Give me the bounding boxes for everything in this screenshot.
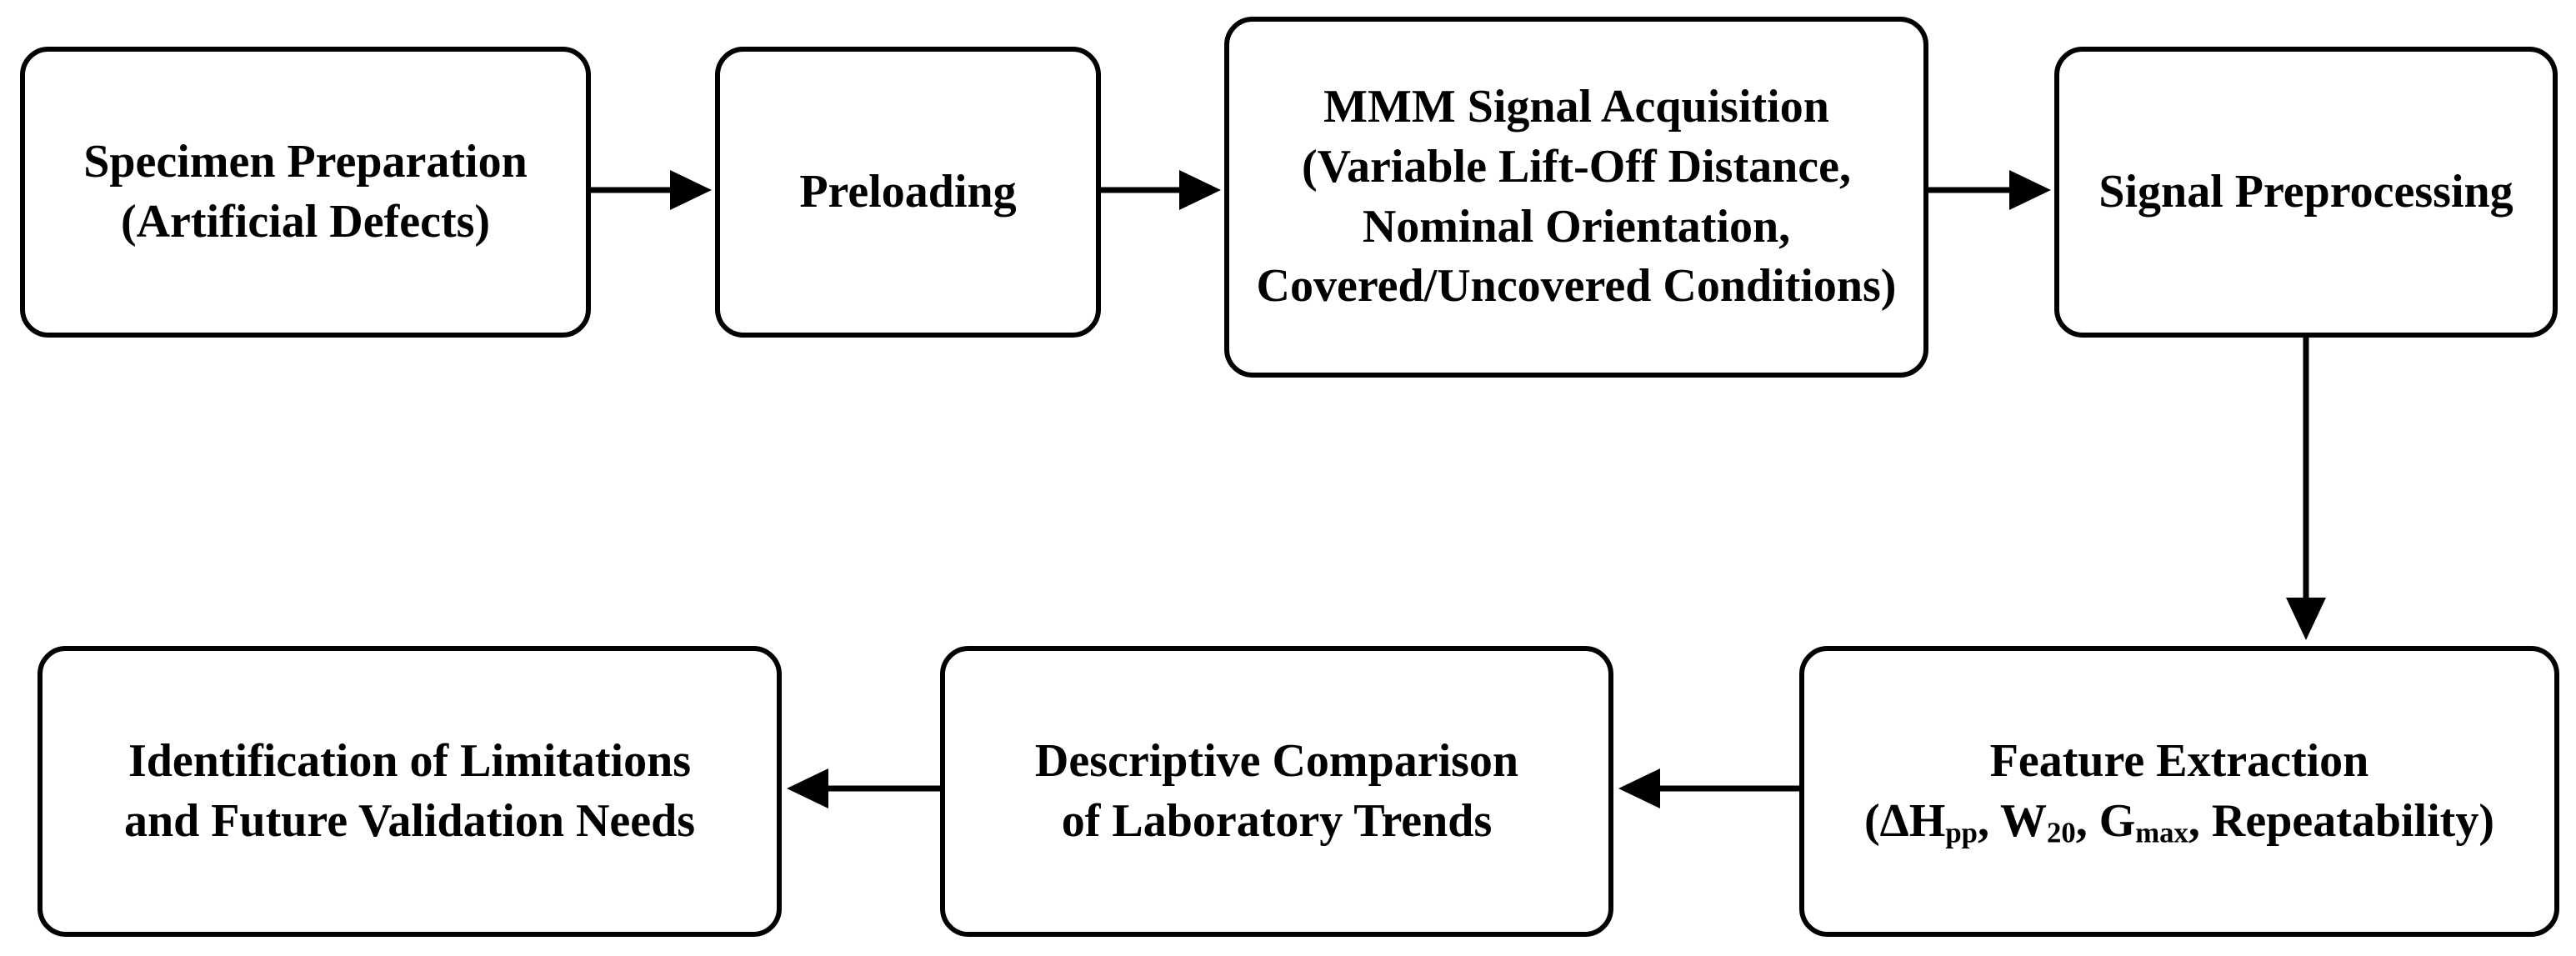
arrowhead-icon <box>1618 768 1660 808</box>
edge-feature-to-comparison <box>1618 768 1799 808</box>
node-feature-extraction: Feature Extraction (ΔHpp, W20, Gmax, Rep… <box>1799 646 2559 937</box>
arrowhead-icon <box>2009 170 2051 210</box>
edge-acquisition-to-preprocessing <box>1928 170 2051 210</box>
node-label: Preloading <box>799 165 1017 218</box>
node-label: Specimen Preparation <box>83 135 528 188</box>
node-mmm-signal-acquisition: MMM Signal Acquisition (Variable Lift-Of… <box>1224 17 1928 378</box>
node-label: (Variable Lift-Off Distance, <box>1302 140 1851 193</box>
edge-preloading-to-acquisition <box>1101 170 1221 210</box>
node-identification-of-limitations: Identification of Limitations and Future… <box>38 646 782 937</box>
feature-sub-max: max <box>2135 816 2188 849</box>
node-label: Feature Extraction <box>1989 734 2369 787</box>
node-signal-preprocessing: Signal Preprocessing <box>2054 47 2558 338</box>
feature-open: (ΔH <box>1864 794 1946 847</box>
node-preloading: Preloading <box>715 47 1101 338</box>
node-label: Identification of Limitations <box>128 734 692 787</box>
arrowhead-icon <box>2286 598 2326 640</box>
node-label: Covered/Uncovered Conditions) <box>1256 260 1897 313</box>
node-label: Nominal Orientation, <box>1362 200 1791 253</box>
node-label: of Laboratory Trends <box>1061 794 1493 847</box>
feature-tail: , Repeatability) <box>2188 794 2494 847</box>
arrowhead-icon <box>670 170 712 210</box>
feature-sub-pp: pp <box>1945 816 1978 849</box>
arrowhead-icon <box>787 768 828 808</box>
feature-sep-2: , G <box>2075 794 2136 847</box>
node-label: and Future Validation Needs <box>123 794 696 847</box>
edge-preprocessing-to-feature <box>2286 338 2326 640</box>
node-label: MMM Signal Acquisition <box>1323 81 1829 133</box>
node-descriptive-comparison: Descriptive Comparison of Laboratory Tre… <box>940 646 1613 937</box>
node-specimen-preparation: Specimen Preparation (Artificial Defects… <box>20 47 591 338</box>
node-label: (Artificial Defects) <box>120 195 491 248</box>
node-label: Descriptive Comparison <box>1034 734 1519 787</box>
node-label: Signal Preprocessing <box>2098 165 2513 218</box>
edge-specimen-to-preloading <box>591 170 712 210</box>
feature-list: (ΔHpp, W20, Gmax, Repeatability) <box>1864 792 2494 852</box>
feature-sep-1: , W <box>1977 794 2047 847</box>
edge-comparison-to-limitations <box>787 768 940 808</box>
arrowhead-icon <box>1179 170 1221 210</box>
feature-sub-20: 20 <box>2046 816 2076 849</box>
